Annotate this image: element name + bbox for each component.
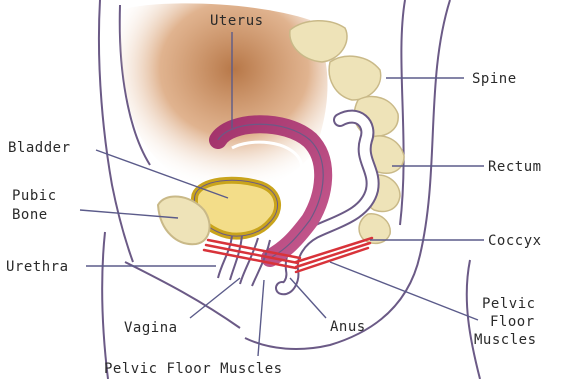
label-urethra: Urethra [6, 259, 69, 275]
label-pelvic-floor-right-line3: Muscles [474, 332, 537, 348]
label-pelvic-floor-bottom: Pelvic Floor Muscles [104, 361, 283, 377]
label-uterus: Uterus [210, 13, 264, 29]
label-pubic-bone-line1: Pubic [12, 188, 57, 204]
label-bladder: Bladder [8, 140, 71, 156]
label-pelvic-floor-right-line2: Floor [490, 314, 535, 330]
label-coccyx: Coccyx [488, 233, 542, 249]
label-vagina: Vagina [124, 320, 178, 336]
label-anus: Anus [330, 319, 366, 335]
label-spine: Spine [472, 71, 517, 87]
label-rectum: Rectum [488, 159, 542, 175]
label-pubic-bone-line2: Bone [12, 207, 48, 223]
label-pelvic-floor-right-line1: Pelvic [482, 296, 536, 312]
